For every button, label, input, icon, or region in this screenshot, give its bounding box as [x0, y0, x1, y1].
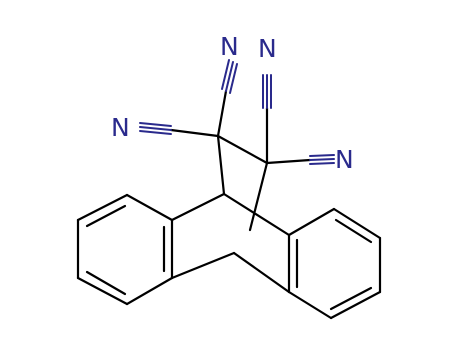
bond-top-bridgehead-left: [170, 192, 226, 222]
bond-left-ring-1: [125, 193, 174, 222]
bonds: [76, 89, 382, 320]
bond-c1-cn-left: [169, 128, 220, 138]
bond-bridge-c2-bottom: [248, 161, 269, 232]
nitrogen-label-top-right: N: [258, 34, 277, 63]
nitrogen-label-right: N: [335, 145, 354, 174]
triple-bond-l-3: [139, 130, 172, 135]
triple-bond-r-3: [309, 162, 335, 165]
atom-labels: N N N N: [111, 32, 354, 174]
bond-left-ring-inner-2: [85, 270, 127, 296]
bond-left-ring-inner-1: [85, 204, 127, 228]
nitrogen-label-left: N: [111, 113, 130, 142]
nitrogen-label-top-left: N: [220, 32, 239, 61]
bond-right-ring-2: [332, 207, 382, 240]
triple-bond-l-2: [139, 122, 172, 127]
bond-right-ring-5: [287, 290, 333, 320]
bond-c2-cn-right: [265, 158, 312, 165]
bond-right-ring-inner-1: [334, 218, 373, 244]
triple-bond-l-1: [139, 126, 172, 131]
bond-left-ring-4: [76, 276, 129, 306]
bond-right-ring-1: [287, 207, 336, 237]
bond-left-ring-3: [125, 276, 174, 306]
triple-bond-r-1: [309, 158, 335, 161]
bond-bottom-bridgehead-right: [232, 251, 291, 294]
bond-bottom-bridgehead-left: [170, 251, 236, 280]
bond-bridge-c1-c2: [216, 134, 269, 165]
bond-right-ring-inner-2: [329, 286, 373, 311]
triple-bond-tl-2: [221, 59, 230, 90]
triple-bond-r-2: [309, 154, 335, 157]
bond-c1-cn-up: [216, 89, 228, 138]
triple-bond-tl-3: [229, 63, 238, 94]
bond-right-ring-4: [329, 290, 382, 320]
bond-bridge-top-to-c1: [216, 134, 226, 196]
triple-bonds: [139, 59, 335, 165]
bond-top-bridgehead-right: [222, 192, 291, 237]
bond-left-ring-6: [76, 193, 129, 222]
triple-bond-tl-1: [225, 61, 234, 92]
